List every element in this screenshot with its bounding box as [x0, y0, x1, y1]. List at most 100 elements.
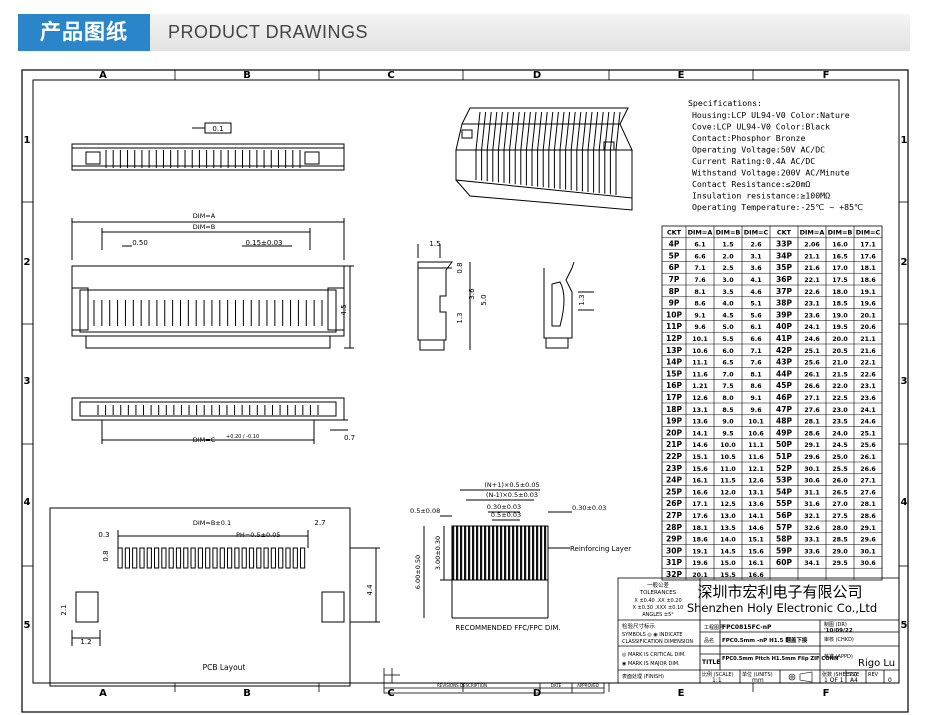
table-cell: 29P	[666, 535, 682, 544]
dim-13b: 1.3	[578, 294, 586, 305]
pcb-pad	[154, 547, 160, 569]
dim-c-label: DIM=C	[193, 436, 216, 444]
table-cell: 15P	[666, 369, 682, 378]
table-cell: 26.1	[804, 371, 820, 378]
table-cell: 22.6	[804, 289, 820, 296]
table-cell: 9.1	[750, 395, 761, 402]
pin	[609, 111, 615, 151]
rev-hdr2: DATE	[551, 683, 562, 688]
table-cell: 25.5	[832, 466, 848, 473]
table-cell: 25P	[666, 487, 682, 496]
grid-col-bottom-F: F	[823, 688, 830, 699]
ffc-300: 3.00±0.30	[434, 536, 442, 570]
pin	[559, 111, 565, 151]
name-val: FPC0.5mm -nP H1.5 翻盖下接	[722, 636, 808, 644]
table-cell: 17P	[666, 393, 682, 402]
table-cell: 4.1	[750, 277, 761, 284]
check-label: 审核 (CHKD)	[824, 636, 854, 643]
pcb-27: 2.7	[314, 519, 325, 527]
table-cell: 31.6	[804, 501, 820, 508]
tol-title-cn: 一般公差	[647, 581, 670, 589]
dim-36: 3.6	[468, 288, 476, 300]
table-cell: 39P	[776, 310, 792, 319]
table-cell: 20.1	[860, 312, 876, 319]
table-cell: 11.1	[692, 360, 708, 367]
table-cell: 23.6	[804, 312, 820, 319]
pcb-pad	[197, 547, 204, 569]
table-cell: 17.5	[832, 277, 848, 284]
table-header: DIM=A	[800, 229, 825, 237]
name-label: 品名	[704, 637, 714, 644]
table-cell: 13.5	[720, 525, 736, 532]
table-cell: 4P	[669, 240, 680, 249]
table-cell: 29.1	[804, 442, 820, 449]
table-cell: 24.6	[860, 419, 876, 426]
table-cell: 13.0	[720, 513, 736, 520]
tol-title-en: TOLERANCES	[639, 590, 677, 596]
table-cell: 23.0	[832, 407, 848, 414]
table-cell: 38P	[776, 299, 792, 308]
table-cell: 7.0	[722, 371, 734, 378]
pin	[542, 111, 548, 151]
dim-b-label: DIM=B	[193, 223, 215, 231]
table-cell: 5.1	[750, 301, 761, 308]
grid-col-bottom-C: C	[387, 688, 394, 699]
table-cell: 22.0	[832, 383, 848, 390]
table-cell: 54P	[776, 487, 792, 496]
table-cell: 43P	[776, 358, 792, 367]
table-cell: 6.5	[722, 360, 733, 367]
table-cell: 3.6	[750, 265, 762, 272]
pin	[598, 111, 604, 151]
spec-line: Cove:LCP UL94-V0 Color:Black	[692, 122, 830, 132]
table-header: CKT	[667, 229, 682, 237]
pcb-pad	[292, 547, 298, 569]
table-cell: 15.6	[748, 548, 764, 555]
table-cell: 1.21	[692, 383, 708, 390]
pcb-pad	[183, 547, 189, 569]
pin	[475, 111, 481, 151]
pcb-layout	[49, 507, 380, 687]
table-cell: 14.6	[692, 442, 708, 449]
header-title-en: PRODUCT DRAWINGS	[150, 14, 910, 51]
table-cell: 7.1	[694, 265, 705, 272]
table-cell: 17.6	[860, 253, 876, 260]
table-cell: 11P	[666, 322, 682, 331]
table-cell: 30.6	[804, 478, 820, 485]
table-cell: 18.6	[860, 277, 876, 284]
table-cell: 24P	[666, 476, 682, 485]
table-cell: 9.0	[722, 419, 734, 426]
pcb-pad	[270, 547, 276, 569]
grid-row-right-5: 5	[901, 620, 908, 631]
spec-line: Contact:Phosphor Bronze	[692, 133, 805, 143]
table-cell: 27.6	[860, 489, 876, 496]
rev-hdr1: REVISIONS DESCRIPTION	[437, 683, 487, 688]
side-view-2	[543, 261, 594, 349]
table-cell: 26.6	[860, 466, 876, 473]
finish-label: 表面处理 (FINISH)	[622, 673, 664, 680]
table-cell: 5P	[669, 251, 680, 260]
pin	[503, 111, 509, 151]
table-cell: 26.6	[804, 383, 820, 390]
table-cell: 6.6	[694, 253, 706, 260]
table-cell: 6.1	[750, 324, 761, 331]
table-cell: 13.1	[692, 407, 708, 414]
spec-line: Withstand Voltage:200V AC/Minute	[692, 168, 850, 178]
table-cell: 25.1	[804, 348, 820, 355]
spec-line: Contact Resistance:≤20mΩ	[692, 179, 810, 189]
table-cell: 24.1	[804, 324, 820, 331]
table-cell: 15.1	[748, 537, 764, 544]
table-cell: 32.1	[804, 513, 820, 520]
dim-015: 0.15±0.03	[245, 239, 282, 247]
table-cell: 16.1	[692, 478, 708, 485]
table-cell: 46P	[776, 393, 792, 402]
table-cell: 16.5	[832, 253, 848, 260]
table-cell: 21.6	[804, 265, 820, 272]
table-cell: 4.0	[722, 301, 734, 308]
table-cell: 28.6	[804, 430, 820, 437]
table-cell: 13P	[666, 346, 682, 355]
table-cell: 29.6	[804, 454, 820, 461]
size-val: A4	[850, 677, 858, 684]
table-cell: 49P	[776, 428, 792, 437]
pcb-pad	[117, 547, 123, 569]
